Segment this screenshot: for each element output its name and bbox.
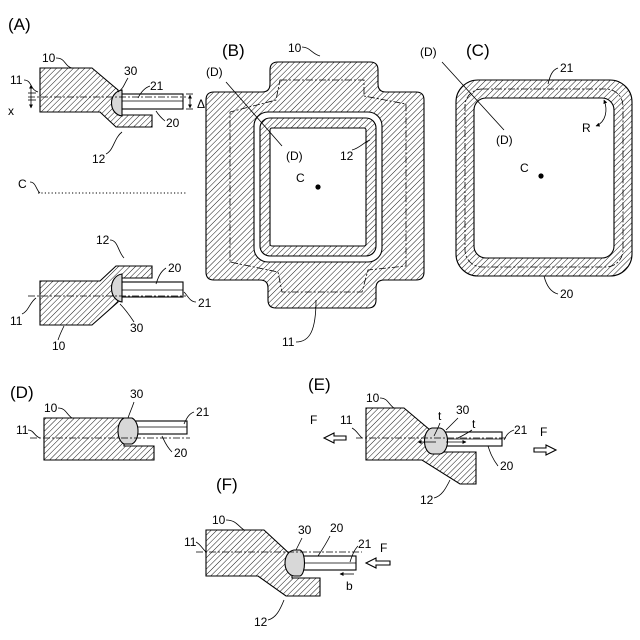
ref-11-a: 11 [10, 73, 23, 87]
force-arrow-f [366, 558, 390, 568]
ref-10-e: 10 [366, 391, 380, 405]
ref-10-f: 10 [212, 513, 226, 527]
ref-21-c: 21 [560, 61, 574, 75]
panel-e: (E) F F 10 11 t 30 t 21 20 12 [308, 375, 556, 507]
ref-21-a-upper: 21 [150, 79, 164, 93]
ref-11-a-lower: 11 [10, 314, 23, 328]
ref-11-d: 11 [16, 423, 29, 437]
ref-20-f: 20 [330, 521, 344, 535]
ref-t-e-2: t [472, 417, 476, 431]
ref-d-b-inner: (D) [286, 149, 303, 163]
ref-d-c-inner: (D) [496, 133, 513, 147]
ref-c-b: C [296, 171, 305, 185]
panel-label-f: (F) [216, 475, 238, 494]
ref-11-f: 11 [184, 535, 197, 549]
ref-b-f: b [346, 579, 353, 593]
ref-t-e-1: t [438, 409, 442, 423]
center-point-c [538, 173, 543, 178]
ref-11-e: 11 [340, 413, 353, 427]
ref-12-b: 12 [340, 149, 354, 163]
ref-c-c: C [520, 161, 529, 175]
panel-label-e: (E) [308, 375, 331, 394]
ref-10-d: 10 [44, 401, 58, 415]
ref-d-c-top: (D) [420, 45, 437, 59]
ref-11-b: 11 [282, 335, 295, 349]
ref-30-f: 30 [298, 523, 312, 537]
ref-20-c: 20 [560, 287, 574, 301]
panel-label-a: (A) [8, 15, 31, 34]
ref-c-a: C [18, 177, 27, 191]
panel-c: (C) C (D) (D) 21 R 20 [420, 41, 632, 301]
opening-c [474, 98, 614, 258]
ref-20-a-lower: 20 [168, 261, 182, 275]
ref-20-d: 20 [174, 446, 188, 460]
ref-f-e-right: F [540, 425, 547, 439]
ref-21-f: 21 [358, 537, 372, 551]
ref-x-a: x [8, 104, 14, 118]
ref-10-a: 10 [42, 51, 56, 65]
ref-r-c: R [582, 121, 591, 135]
ref-30-a-lower: 30 [130, 321, 144, 335]
force-arrow-e-left [324, 433, 346, 443]
ref-21-a-lower: 21 [198, 296, 212, 310]
ref-21-e: 21 [514, 423, 528, 437]
plate-20-a-upper [121, 94, 183, 109]
joint-a-upper: 10 11 x 30 21 Δ 20 12 [8, 51, 205, 166]
ref-delta-a: Δ [197, 97, 205, 111]
ref-30-d: 30 [130, 387, 144, 401]
ref-20-e: 20 [500, 459, 514, 473]
center-point-b [315, 184, 320, 189]
ref-12-a-lower: 12 [96, 233, 110, 247]
panel-label-b: (B) [222, 41, 245, 60]
panel-b: (B) C 10 (D) (D) 12 11 [206, 41, 424, 349]
ref-10-b: 10 [288, 41, 302, 55]
plate-20-a-lower [121, 282, 183, 297]
ref-20-a-upper: 20 [166, 116, 180, 130]
joint-a-lower: 12 20 21 11 30 10 [10, 233, 212, 353]
ref-12-a-upper: 12 [92, 152, 106, 166]
panel-f: (F) F 10 11 30 20 21 b 12 [184, 475, 390, 629]
ref-10-a-lower: 10 [52, 339, 66, 353]
panel-label-c: (C) [466, 41, 490, 60]
weld-30-f [285, 550, 305, 576]
ref-21-d: 21 [196, 405, 210, 419]
ref-f-e-left: F [310, 413, 317, 427]
panel-a: (A) 10 11 x 30 21 Δ 20 12 [8, 15, 212, 353]
panel-label-d: (D) [10, 383, 34, 402]
ref-30-e: 30 [456, 403, 470, 417]
panel-d: (D) 10 11 30 21 20 [10, 383, 210, 460]
ref-12-f: 12 [254, 615, 268, 629]
ref-d-b-top: (D) [206, 65, 223, 79]
ref-30-a-upper: 30 [124, 64, 138, 78]
force-arrow-e-right [534, 445, 556, 455]
ref-12-e: 12 [420, 493, 434, 507]
ref-f-f: F [380, 541, 387, 555]
weld-30-d [118, 418, 138, 444]
